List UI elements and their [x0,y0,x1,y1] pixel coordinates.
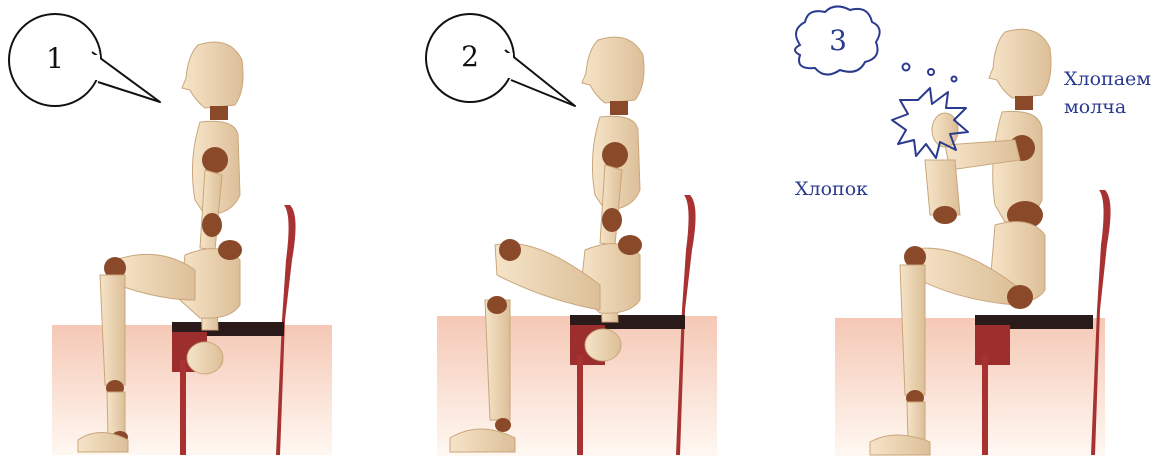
label-clap: Хлопок [795,177,868,202]
panel-1: 1 [0,0,385,466]
step-number-3: 3 [818,24,858,57]
speech-bubble-2 [426,14,575,106]
label-silent-line2: молча [1064,95,1126,120]
step-number-1: 1 [35,42,75,75]
floor [835,318,1105,456]
label-silent-line1: Хлопаем [1064,67,1151,92]
panel-3: 3 Хлопок Хлопаем молча [770,0,1155,466]
speech-bubble-1 [9,2,160,106]
step-number-2: 2 [450,40,490,73]
thought-dot [928,69,934,75]
mannequin-figure-2 [385,0,770,466]
thought-dot [952,77,957,82]
thought-dot [903,64,910,71]
panel-2: 2 [385,0,770,466]
